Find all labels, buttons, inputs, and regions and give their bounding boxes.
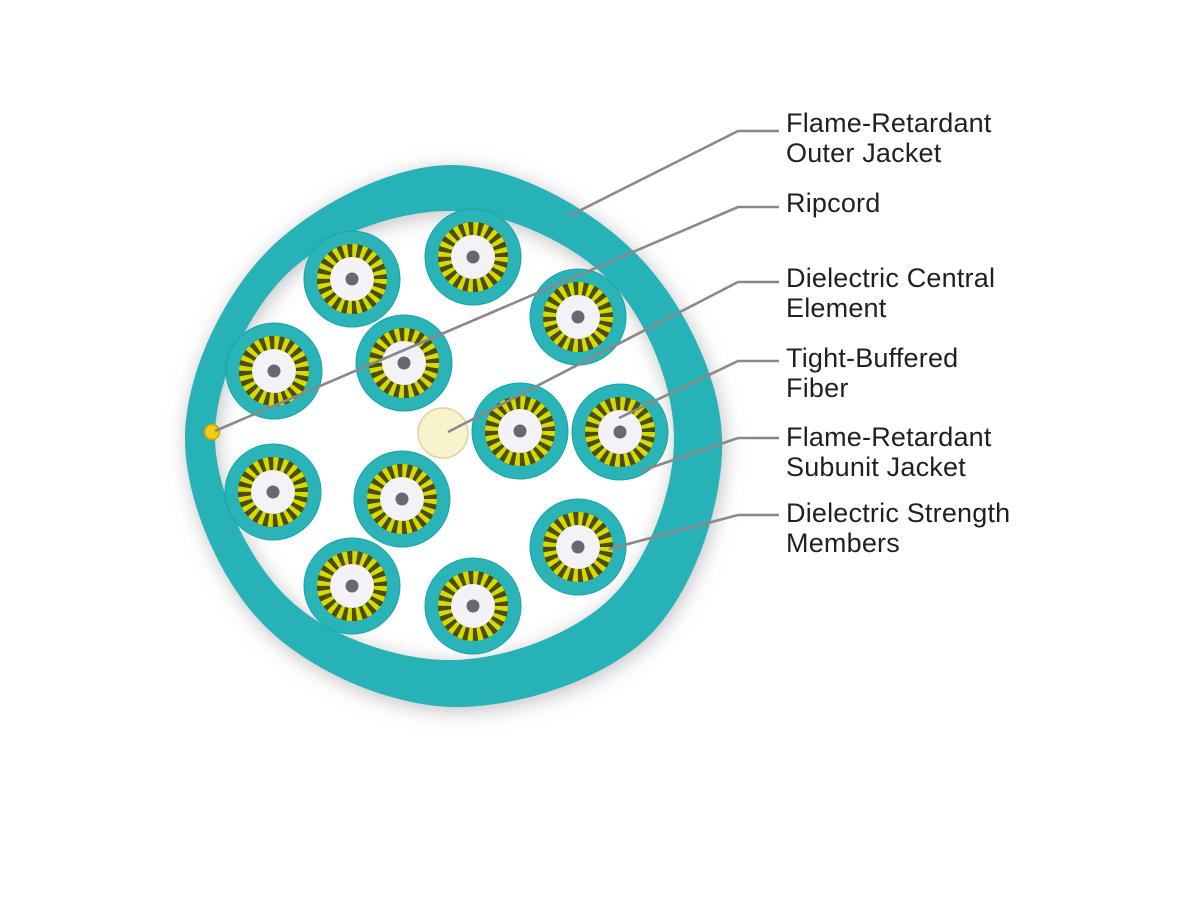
subunit-6 [471, 382, 569, 480]
strength-member-ring-stripes [543, 282, 613, 352]
label-flame-retardant-subunit-jacket-line-1: Flame-Retardant [786, 422, 992, 452]
fiber-core-dot [345, 272, 359, 286]
strength-member-ring-stripes [585, 397, 655, 467]
strength-member-ring-stripes [317, 244, 387, 314]
label-dielectric-strength-members-line-1: Dielectric Strength [786, 498, 1011, 528]
subunit-11 [424, 557, 522, 655]
subunit-1 [303, 230, 401, 328]
subunit-12 [529, 498, 627, 596]
fiber-core-dot [513, 424, 527, 438]
subunit-9 [353, 450, 451, 548]
label-ripcord-line-1: Ripcord [786, 188, 881, 218]
label-dielectric-central-element-line-2: Element [786, 293, 887, 323]
fiber-core-dot [466, 599, 480, 613]
fiber-core-dot [267, 364, 281, 378]
subunit-5 [355, 314, 453, 412]
subunit-2 [424, 208, 522, 306]
subunit-10 [303, 537, 401, 635]
label-dielectric-strength-members-line-2: Members [786, 528, 900, 558]
leader-line-flame-retardant-outer-jacket [568, 129, 779, 218]
fiber-core-dot [345, 579, 359, 593]
leader-line-flame-retardant-subunit-jacket [640, 436, 779, 473]
fiber-core-dot [571, 540, 585, 554]
label-flame-retardant-outer-jacket-line-2: Outer Jacket [786, 138, 942, 168]
ripcord-dot [203, 423, 221, 441]
strength-member-ring-stripes [367, 464, 437, 534]
label-tight-buffered-fiber-line-2: Fiber [786, 373, 849, 403]
leader-line-tight-buffered-fiber [618, 359, 779, 420]
label-flame-retardant-outer-jacket-line-1: Flame-Retardant [786, 108, 992, 138]
leader-line-ripcord [214, 205, 779, 433]
strength-member-ring-stripes [369, 328, 439, 398]
strength-member-ring-stripes [239, 336, 309, 406]
dielectric-central-element-circle [417, 407, 469, 459]
fiber-core-dot [613, 425, 627, 439]
label-dielectric-central-element-line-1: Dielectric Central [786, 263, 996, 293]
fiber-core-dot [571, 310, 585, 324]
strength-member-ring-stripes [438, 222, 508, 292]
subunit-7 [571, 383, 669, 481]
subunit-3 [529, 268, 627, 366]
fiber-core-dot [266, 485, 280, 499]
fiber-core-dot [395, 492, 409, 506]
strength-member-ring-stripes [485, 396, 555, 466]
strength-member-ring-stripes [438, 571, 508, 641]
strength-member-ring-stripes [238, 457, 308, 527]
leader-line-dielectric-strength-members [608, 513, 779, 551]
strength-member-ring-stripes [543, 512, 613, 582]
subunit-8 [224, 443, 322, 541]
label-flame-retardant-subunit-jacket-line-2: Subunit Jacket [786, 452, 966, 482]
strength-member-ring-stripes [317, 551, 387, 621]
label-ripcord: Ripcord [786, 188, 880, 218]
fiber-core-dot [397, 356, 411, 370]
label-tight-buffered-fiber-line-1: Tight-Buffered [786, 343, 959, 373]
fiber-core-dot [466, 250, 480, 264]
leader-line-dielectric-central-element [447, 280, 779, 434]
